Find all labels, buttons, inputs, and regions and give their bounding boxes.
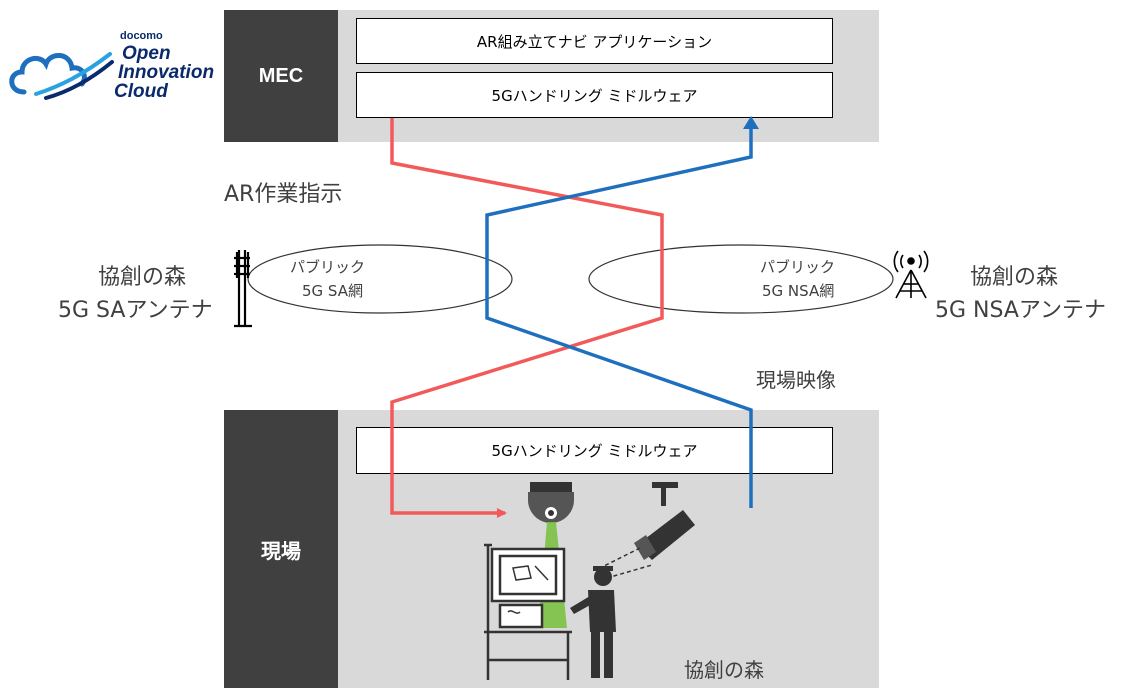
- site-video-path: [485, 122, 753, 508]
- docomo-oic-logo: docomo Open Innovation Cloud: [6, 30, 221, 116]
- site-middleware-box: 5Gハンドリング ミドルウェア: [356, 427, 833, 474]
- logo-line3: Cloud: [114, 81, 168, 102]
- site-location-label: 協創の森: [684, 658, 764, 682]
- dome-camera-icon: [528, 482, 574, 523]
- ar-instruction-label: AR作業指示: [224, 182, 343, 207]
- sa-antenna-label-line2: 5G SAアンテナ: [58, 298, 213, 323]
- nsa-antenna-label-line1: 協創の森: [970, 265, 1059, 290]
- blue-arrowhead: [743, 116, 759, 129]
- nsa-antenna-label-line2: 5G NSAアンテナ: [935, 298, 1107, 323]
- nsa-network-line2: 5G NSA網: [762, 282, 835, 300]
- mec-middleware-box: 5Gハンドリング ミドルウェア: [356, 72, 833, 118]
- sa-network-line2: 5G SA網: [302, 282, 363, 300]
- cloud-logo-icon: [9, 52, 114, 100]
- ar-instruction-path: [390, 118, 664, 518]
- site-video-label: 現場映像: [756, 368, 836, 392]
- ar-app-box: AR組み立てナビ アプリケーション: [356, 18, 833, 64]
- bullet-camera-icon: [634, 482, 695, 560]
- sa-antenna-icon: [234, 250, 252, 328]
- worker-icon: [570, 566, 616, 678]
- workstation-icon: [484, 543, 572, 680]
- nsa-antenna-icon: [893, 250, 929, 299]
- logo-line1: Open: [122, 43, 171, 64]
- nsa-network-line1: パブリック: [760, 258, 836, 276]
- camera-view-line-1: [599, 547, 641, 569]
- mec-label: MEC: [224, 10, 338, 142]
- sa-antenna-label-line1: 協創の森: [98, 265, 187, 290]
- logo-docomo: docomo: [120, 30, 163, 42]
- logo-line2: Innovation: [118, 62, 215, 83]
- nsa-network-ellipse: [588, 244, 894, 314]
- sa-network-ellipse: [247, 244, 513, 314]
- site-label: 現場: [224, 410, 338, 688]
- sa-network-line1: パブリック: [290, 258, 366, 276]
